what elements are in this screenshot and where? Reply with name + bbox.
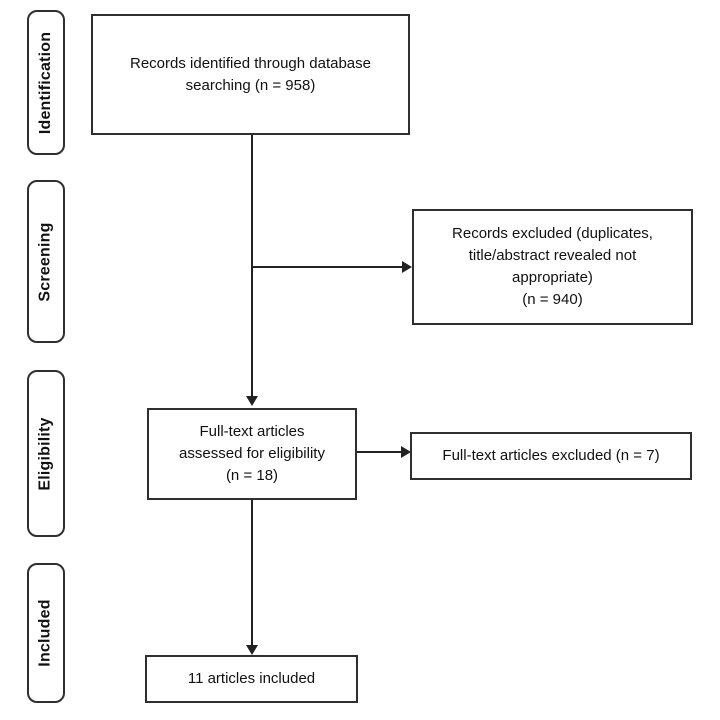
stage-box-screening: Screening: [27, 180, 65, 343]
box-records-excluded: Records excluded (duplicates, title/abst…: [412, 209, 693, 325]
connector-identified-to-assessed: [251, 135, 253, 396]
arrowhead-down-icon: [246, 645, 258, 655]
stage-label-eligibility: Eligibility: [37, 416, 55, 491]
stage-label-included: Included: [37, 599, 55, 667]
connector-branch-to-records-excluded: [252, 266, 402, 268]
stage-box-identification: Identification: [27, 10, 65, 155]
arrowhead-down-icon: [246, 396, 258, 406]
box-records-identified: Records identified through database sear…: [91, 14, 410, 135]
stage-label-screening: Screening: [37, 221, 55, 302]
stage-box-eligibility: Eligibility: [27, 370, 65, 537]
arrowhead-right-icon: [402, 261, 412, 273]
arrowhead-right-icon: [401, 446, 411, 458]
stage-label-identification: Identification: [37, 31, 55, 134]
box-articles-included: 11 articles included: [145, 655, 358, 703]
stage-box-included: Included: [27, 563, 65, 703]
box-fulltext-assessed: Full-text articles assessed for eligibil…: [147, 408, 357, 500]
connector-assessed-to-fulltext-excluded: [357, 451, 401, 453]
box-fulltext-excluded: Full-text articles excluded (n = 7): [410, 432, 692, 480]
connector-assessed-to-articles-included: [251, 500, 253, 646]
